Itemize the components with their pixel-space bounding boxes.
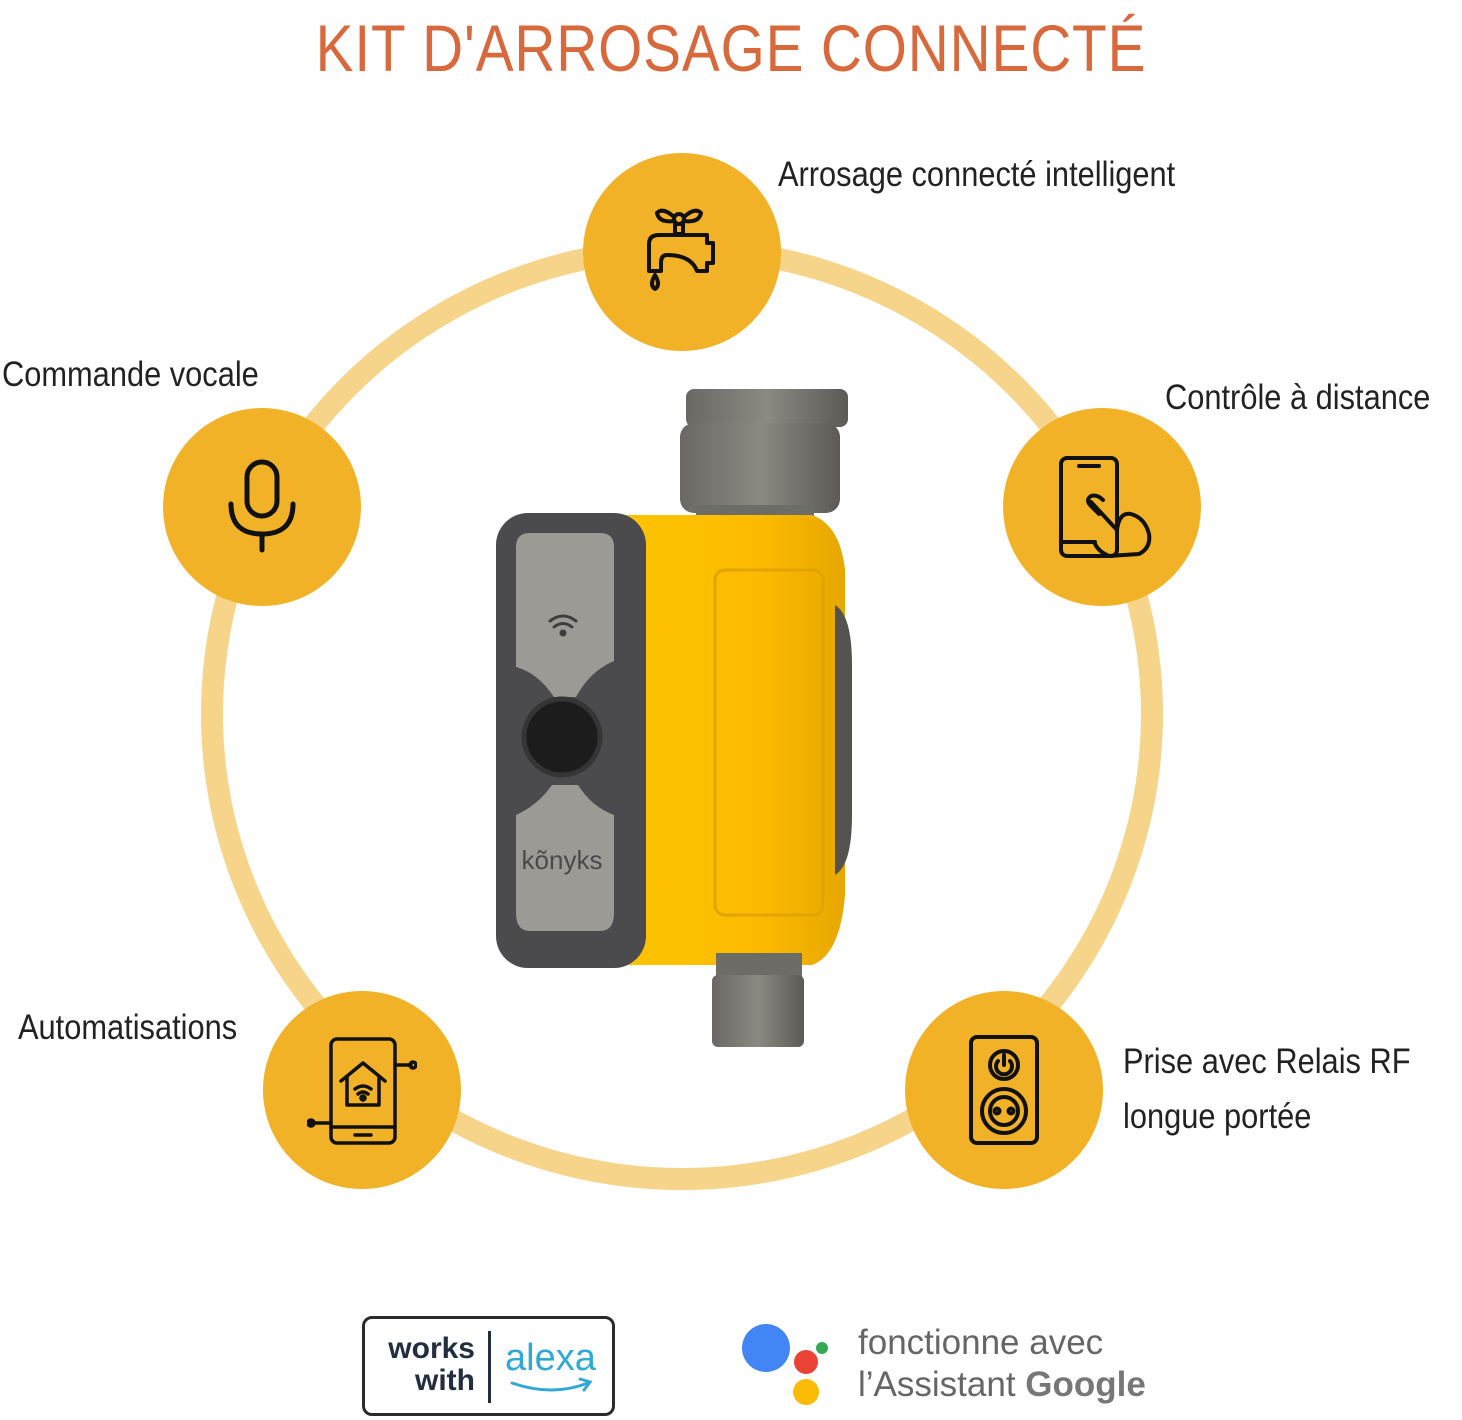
faucet-icon <box>647 208 715 291</box>
google-brand-text: Google <box>1025 1365 1146 1404</box>
feature-voice <box>163 408 361 606</box>
feature-label-faucet: Arrosage connecté intelligent <box>778 155 1176 194</box>
alexa-separator <box>488 1331 491 1403</box>
water-timer-device: kõnyks <box>496 389 852 1047</box>
microphone-icon <box>228 459 296 553</box>
alexa-logo-text: alexa <box>505 1337 596 1379</box>
feature-remote <box>1003 408 1201 606</box>
feature-label-automation: Automatisations <box>18 1008 238 1047</box>
top-coupling <box>680 423 840 513</box>
works-with-alexa-badge: works with alexa <box>362 1316 615 1416</box>
feature-label-voice: Commande vocale <box>2 355 259 394</box>
feature-label-plug-line2: longue portée <box>1123 1097 1312 1136</box>
alexa-with-text: with <box>415 1364 475 1397</box>
smart-home-phone-icon <box>307 1037 417 1145</box>
feature-plug <box>905 991 1103 1189</box>
google-assistant-icon <box>742 1324 828 1405</box>
panel-bottom-plate <box>516 785 614 931</box>
feature-label-remote: Contrôle à distance <box>1165 378 1431 417</box>
smart-plug-icon <box>969 1035 1039 1145</box>
alexa-works-text: works <box>388 1332 475 1365</box>
feature-automation <box>263 991 461 1189</box>
feature-faucet <box>583 153 781 351</box>
wifi-icon <box>548 614 578 637</box>
phone-touch-icon <box>1059 456 1152 558</box>
feature-label-plug-line1: Prise avec Relais RF <box>1123 1042 1411 1081</box>
control-button <box>521 696 603 778</box>
google-assistant-text: fonctionne avec l’Assistant Google <box>858 1322 1146 1406</box>
top-nut <box>686 389 848 427</box>
body-yellow <box>620 515 845 965</box>
google-line1: fonctionne avec <box>858 1323 1104 1362</box>
brand-logo: kõnyks <box>522 845 603 875</box>
body-side-grey <box>835 605 852 875</box>
bottom-coupling <box>712 975 804 1047</box>
page-title: KIT D'ARROSAGE CONNECTÉ <box>315 11 1147 85</box>
alexa-smile-icon <box>510 1377 593 1392</box>
google-line2-prefix: l’Assistant <box>858 1365 1026 1404</box>
